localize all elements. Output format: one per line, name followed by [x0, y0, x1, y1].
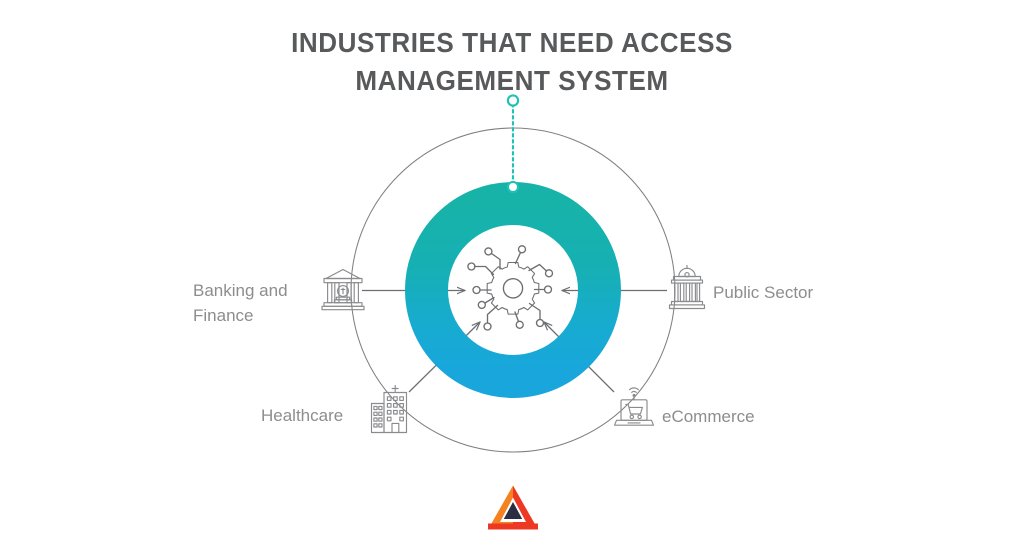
courthouse-icon	[668, 264, 706, 310]
bank-icon	[321, 268, 365, 311]
node-label-banking-and-finance: Banking and Finance	[193, 281, 288, 325]
node-label-ecommerce: eCommerce	[662, 407, 755, 426]
node-label-healthcare: Healthcare	[261, 406, 344, 425]
marker-top-circle	[506, 94, 520, 107]
triangle-logo	[488, 485, 538, 530]
hospital-icon	[370, 384, 408, 434]
marker-bottom-circle	[506, 180, 520, 194]
laptop-cart-icon	[613, 387, 655, 426]
gear-network-icon	[467, 245, 554, 331]
node-label-public-sector: Public Sector	[713, 283, 814, 302]
center-donut-ring	[405, 182, 621, 398]
